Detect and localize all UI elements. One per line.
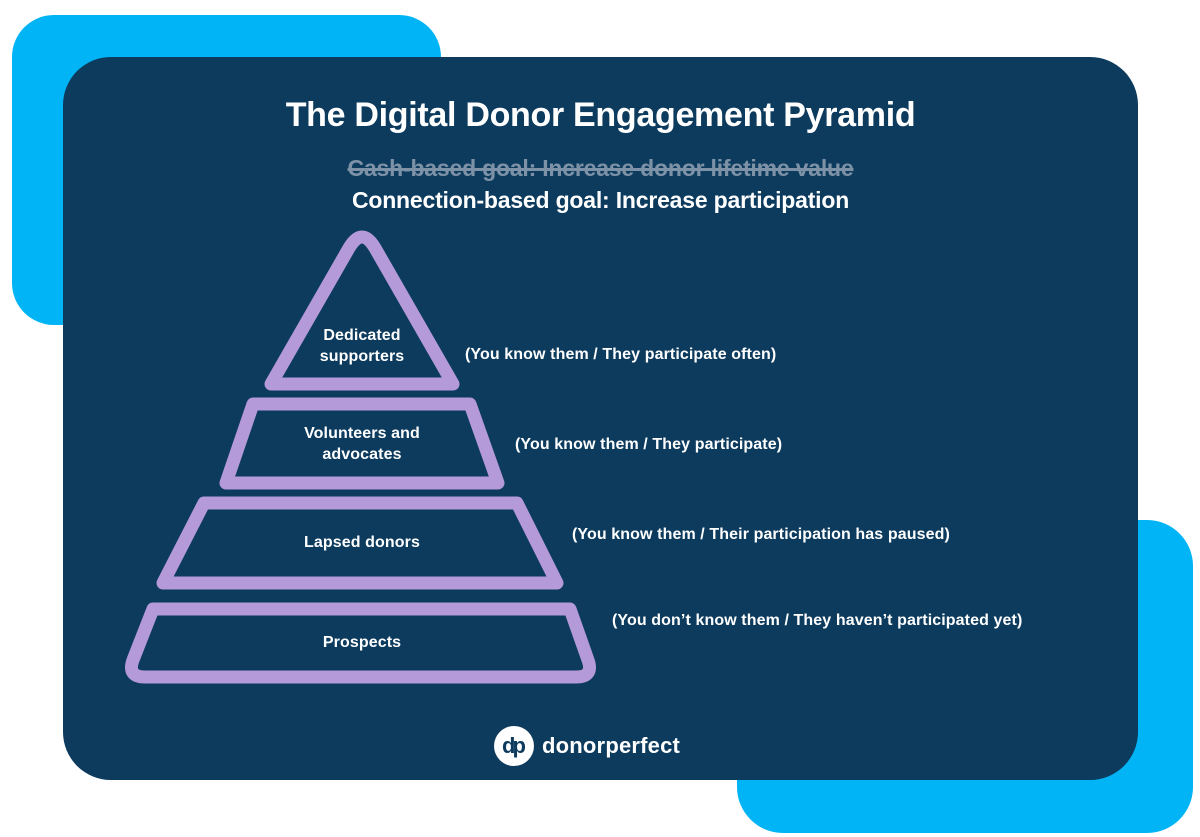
tier-label-prospects: Prospects	[212, 632, 512, 653]
tier-label-line: Dedicated	[323, 327, 401, 344]
tier-label-line: advocates	[322, 446, 402, 463]
tier-label-volunteers-and-advocates: Volunteers and advocates	[212, 423, 512, 465]
tier-label-lapsed-donors: Lapsed donors	[212, 532, 512, 553]
tier-label-line: Volunteers and	[304, 425, 420, 442]
tier-description-volunteers-and-advocates: (You know them / They participate)	[515, 436, 783, 453]
logo-wordmark: donorperfect	[542, 733, 681, 758]
tier-label-dedicated-supporters: Dedicated supporters	[212, 325, 512, 367]
donorperfect-monogram-icon: dp	[494, 726, 534, 766]
tier-label-line: Lapsed donors	[304, 534, 420, 551]
cash-based-goal-strikethrough: Cash-based goal: Increase donor lifetime…	[347, 155, 854, 181]
tier-description-dedicated-supporters: (You know them / They participate often)	[465, 346, 777, 363]
connection-based-goal: Connection-based goal: Increase particip…	[351, 187, 850, 213]
tier-label-line: supporters	[319, 348, 405, 365]
page-title: The Digital Donor Engagement Pyramid	[285, 96, 916, 134]
tier-description-lapsed-donors: (You know them / Their participation has…	[572, 526, 950, 543]
donorperfect-logo: dp donorperfect	[494, 726, 680, 766]
tier-description-prospects: (You don’t know them / They haven’t part…	[612, 612, 1023, 629]
monogram-text: dp	[502, 733, 526, 758]
tier-label-line: Prospects	[322, 634, 402, 651]
